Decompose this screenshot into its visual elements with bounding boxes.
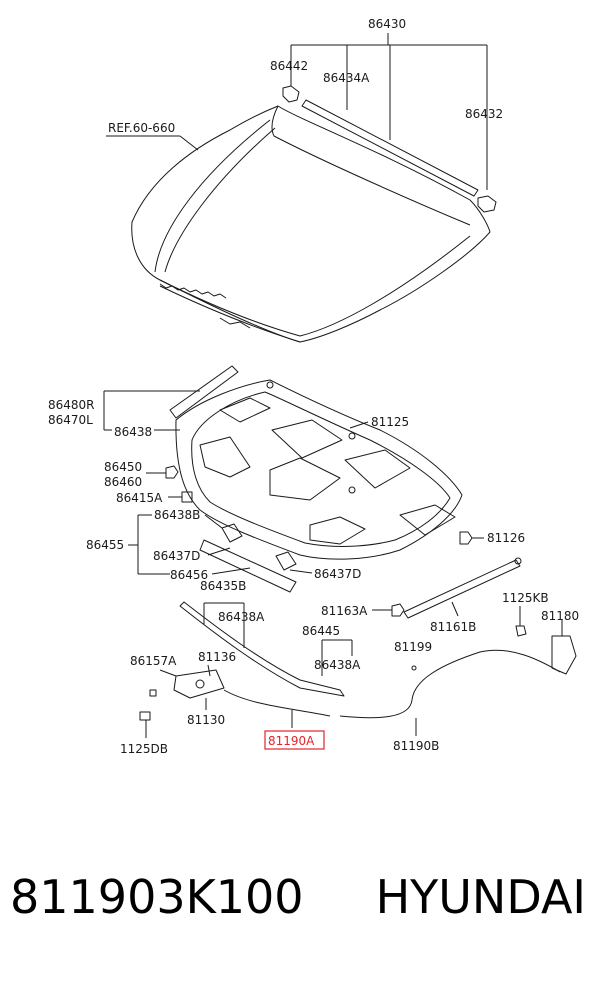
label-81180: 81180: [541, 609, 579, 623]
label-ref: REF.60-660: [108, 121, 175, 135]
label-81136: 81136: [198, 650, 236, 664]
highlight-box-81190A: [264, 730, 325, 750]
label-86437D-1: 86437D: [153, 549, 200, 563]
label-86438B: 86438B: [154, 508, 200, 522]
label-86456: 86456: [170, 568, 208, 582]
handle-81180: [515, 606, 577, 675]
weatherstrip-86435B: [179, 601, 345, 697]
label-86470L: 86470L: [48, 413, 93, 427]
label-86432: 86432: [465, 107, 503, 121]
parts-diagram: 86430 86442 86434A 86432 REF.60-660 8648…: [48, 17, 579, 756]
bumper-86432: [477, 195, 497, 213]
label-86442: 86442: [270, 59, 308, 73]
leader-lines-86435B: [203, 602, 353, 676]
label-1125DB: 1125DB: [120, 742, 168, 756]
label-86480R: 86480R: [48, 398, 95, 412]
label-81126: 81126: [487, 531, 525, 545]
label-1125KB: 1125KB: [502, 591, 549, 605]
label-86438: 86438: [114, 425, 152, 439]
leader-lines-86455: [128, 514, 313, 575]
label-81190A: 81190A: [268, 734, 315, 748]
label-86434A: 86434A: [323, 71, 370, 85]
label-86435B: 86435B: [200, 579, 246, 593]
label-81161B: 81161B: [430, 620, 476, 634]
label-86455: 86455: [86, 538, 124, 552]
label-81125: 81125: [371, 415, 409, 429]
latch-81130: [139, 664, 225, 738]
cable-81190B: [339, 649, 561, 736]
part-number: 811903K100: [10, 870, 304, 924]
bumper-86450: [165, 465, 179, 479]
brand-name: HYUNDAI: [375, 870, 586, 924]
hood-inner-frame: [175, 379, 463, 560]
seal-86480R: [169, 365, 239, 419]
label-81199: 81199: [394, 640, 432, 654]
label-86445: 86445: [302, 624, 340, 638]
cable-81190A: [223, 689, 331, 728]
bolt-81126: [459, 531, 484, 545]
part-labels: 86430 86442 86434A 86432 REF.60-660 8648…: [48, 17, 579, 756]
bumper-86415A: [181, 491, 193, 503]
label-86460: 86460: [104, 475, 142, 489]
lifter-81161B: [372, 557, 522, 619]
leader-lines-seal: [103, 390, 369, 431]
weatherstrip-86434A: [301, 99, 479, 197]
leader-lines-left-small: [146, 472, 182, 498]
bracket-86437D: [199, 523, 297, 593]
label-86438A-1: 86438A: [218, 610, 265, 624]
leader-lines-hood: [106, 33, 488, 190]
label-86415A: 86415A: [116, 491, 163, 505]
bumper-86442: [282, 85, 300, 103]
hood-panel: [131, 105, 491, 343]
label-86438A-2: 86438A: [314, 658, 361, 672]
footer: 811903K100 HYUNDAI: [0, 870, 600, 950]
label-81130: 81130: [187, 713, 225, 727]
label-86430: 86430: [368, 17, 406, 31]
label-86157A: 86157A: [130, 654, 177, 668]
label-86450: 86450: [104, 460, 142, 474]
label-81163A: 81163A: [321, 604, 368, 618]
label-86437D-2: 86437D: [314, 567, 361, 581]
label-81190B: 81190B: [393, 739, 439, 753]
